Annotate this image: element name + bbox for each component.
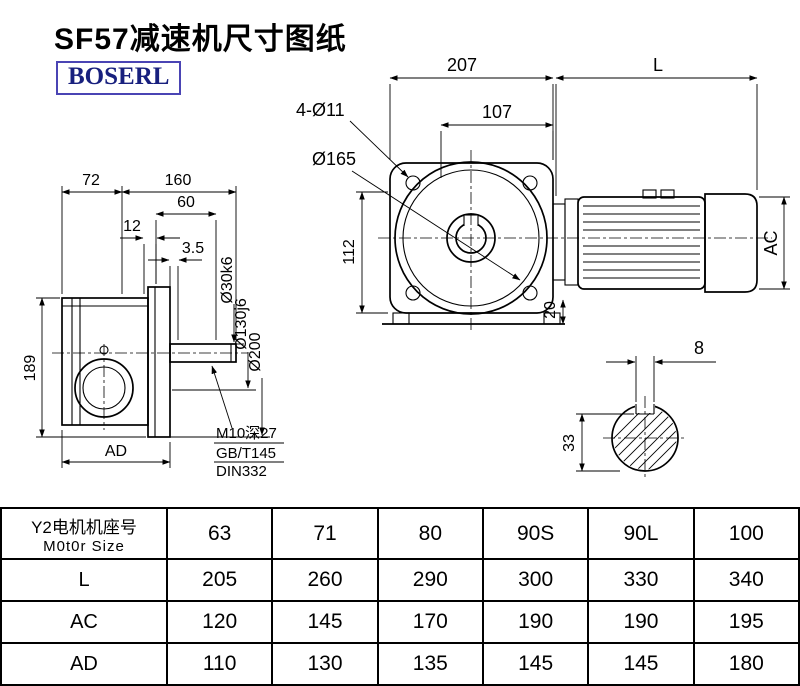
bolt-hole bbox=[522, 175, 538, 191]
row-label-L: L bbox=[0, 558, 168, 602]
dimension-table: Y2电机机座号 M0t0r Size 63 71 80 90S 90L 100 … bbox=[0, 507, 800, 686]
side-housing bbox=[61, 297, 149, 426]
row-label-AC: AC bbox=[0, 600, 168, 644]
table-cell: 195 bbox=[692, 600, 800, 644]
tap-std-din: DIN332 bbox=[216, 463, 267, 480]
dim-189: 189 bbox=[22, 355, 39, 382]
motor-size-row: Y2电机机座号 M0t0r Size 63 71 80 90S 90L 100 bbox=[0, 507, 800, 560]
dim-flange-circle: Ø165 bbox=[312, 149, 356, 169]
dim-112: 112 bbox=[341, 239, 358, 265]
table-cell: 180 bbox=[692, 642, 800, 686]
dim-12: 12 bbox=[123, 218, 141, 235]
dim-3-5: 3.5 bbox=[182, 240, 204, 257]
row-AC: AC 120 145 170 190 190 195 bbox=[0, 600, 800, 644]
table-cell: 340 bbox=[692, 558, 800, 602]
boserl-logo: BOSERL bbox=[56, 61, 182, 95]
dim-l: L bbox=[653, 55, 663, 75]
table-cell: 80 bbox=[376, 507, 484, 560]
drawing-area: SF57减速机尺寸图纸 BOSERL bbox=[22, 23, 790, 480]
page-title: SF57减速机尺寸图纸 bbox=[54, 23, 347, 56]
tap-note-leader bbox=[211, 365, 233, 429]
technical-drawing: 72 160 60 12 3.5 bbox=[22, 55, 790, 480]
shaft-section: 8 33 bbox=[561, 338, 716, 480]
table-cell: 130 bbox=[271, 642, 379, 686]
table-cell: 290 bbox=[376, 558, 484, 602]
motor bbox=[552, 189, 758, 293]
dim-60: 60 bbox=[177, 194, 195, 211]
side-view-dimensions: 72 160 60 12 3.5 bbox=[22, 172, 284, 480]
front-view bbox=[378, 150, 772, 332]
dim-72: 72 bbox=[82, 172, 100, 189]
row-AD: AD 110 130 135 145 145 180 bbox=[0, 642, 800, 686]
table-cell: 260 bbox=[271, 558, 379, 602]
row-L: L 205 260 290 300 330 340 bbox=[0, 558, 800, 602]
dim-107: 107 bbox=[482, 102, 512, 122]
table-cell: 330 bbox=[587, 558, 695, 602]
motor-size-label-en: M0t0r Size bbox=[43, 537, 125, 555]
front-motor-dimensions: 207 L 107 4-Ø11 Ø165 bbox=[296, 55, 790, 325]
motor-fins bbox=[583, 205, 700, 279]
motor-size-header: Y2电机机座号 M0t0r Size bbox=[0, 507, 168, 560]
table-cell: 145 bbox=[481, 642, 590, 686]
fan-cover bbox=[704, 193, 758, 293]
motor-size-label-cn: Y2电机机座号 bbox=[31, 517, 137, 537]
dim-20: 20 bbox=[542, 301, 559, 319]
dim-key-width: 8 bbox=[694, 338, 704, 358]
table-cell: 90L bbox=[587, 507, 695, 560]
dim-ad: AD bbox=[105, 443, 127, 460]
tap-std-gb: GB/T145 bbox=[216, 445, 276, 462]
dim-spigot-dia: Ø130j6 bbox=[233, 298, 250, 350]
table-cell: 205 bbox=[165, 558, 274, 602]
motor-adapter bbox=[552, 203, 566, 281]
motor-lug bbox=[642, 189, 657, 199]
dim-shaft-dia: Ø30k6 bbox=[219, 256, 236, 303]
table-cell: 300 bbox=[481, 558, 590, 602]
row-label-AD: AD bbox=[0, 642, 168, 686]
tap-hole-note: M10深27 bbox=[216, 425, 277, 442]
dim-flange-dia: Ø200 bbox=[247, 332, 264, 371]
table-cell: 190 bbox=[481, 600, 590, 644]
bolt-hole bbox=[522, 285, 538, 301]
table-cell: 190 bbox=[587, 600, 695, 644]
table-cell: 170 bbox=[376, 600, 484, 644]
dim-ac: AC bbox=[761, 230, 781, 255]
table-cell: 63 bbox=[165, 507, 274, 560]
table-cell: 135 bbox=[376, 642, 484, 686]
table-cell: 90S bbox=[481, 507, 590, 560]
side-flange bbox=[147, 286, 171, 438]
motor-lug bbox=[660, 189, 675, 199]
table-cell: 120 bbox=[165, 600, 274, 644]
table-cell: 145 bbox=[271, 600, 379, 644]
table-cell: 110 bbox=[165, 642, 274, 686]
dim-bolt-holes: 4-Ø11 bbox=[296, 100, 345, 120]
table-cell: 145 bbox=[587, 642, 695, 686]
side-view bbox=[52, 286, 248, 438]
foot bbox=[392, 312, 410, 325]
dim-207: 207 bbox=[447, 55, 477, 75]
dim-key-depth: 33 bbox=[561, 434, 578, 452]
motor-body bbox=[577, 196, 706, 290]
table-cell: 71 bbox=[271, 507, 379, 560]
table-cell: 100 bbox=[692, 507, 800, 560]
dim-160: 160 bbox=[165, 172, 192, 189]
